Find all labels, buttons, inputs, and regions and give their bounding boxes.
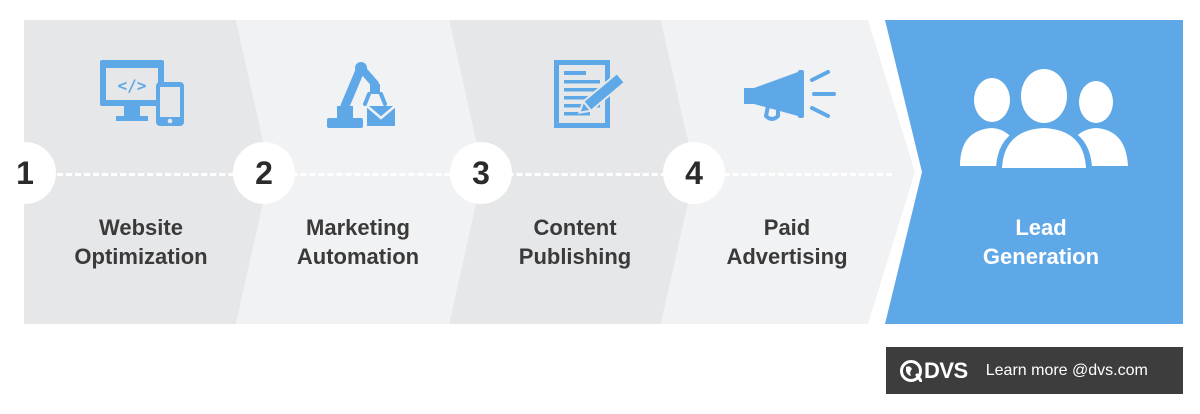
svg-text:</>: </> <box>118 76 147 95</box>
step-1-label: Website Optimization <box>41 213 241 271</box>
people-group-icon <box>960 66 1128 168</box>
step-4-label-line1: Paid <box>763 215 811 240</box>
megaphone-icon <box>744 70 836 121</box>
document-pen-icon <box>554 60 627 128</box>
website-devices-icon: </> <box>100 60 184 126</box>
step-1-label-line1: Website <box>99 215 183 240</box>
step-3-label-line2: Publishing <box>518 244 632 269</box>
result-label: Lead Generation <box>941 213 1141 271</box>
step-4-label-line2: Advertising <box>726 244 848 269</box>
step-4-panel <box>661 20 915 324</box>
step-2-number: 2 <box>233 142 295 204</box>
result-label-line1: Lead <box>1015 215 1067 240</box>
robot-arm-mail-icon <box>327 62 396 128</box>
step-2-label: Marketing Automation <box>258 213 458 271</box>
step-2-label-line2: Automation <box>296 244 420 269</box>
brand-name: DVS <box>924 357 968 383</box>
step-1-label-line2: Optimization <box>74 244 208 269</box>
footer-banner[interactable]: DVS Learn more @dvs.com <box>886 347 1183 394</box>
step-3-label-line1: Content <box>533 215 617 240</box>
step-2-panel <box>236 20 483 324</box>
globe-icon <box>900 359 922 382</box>
learn-more-link[interactable]: Learn more @dvs.com <box>985 361 1148 379</box>
step-3-number: 3 <box>450 142 512 204</box>
step-3-label: Content Publishing <box>475 213 675 271</box>
step-4-label: Paid Advertising <box>687 213 887 271</box>
step-1-panel <box>24 20 270 324</box>
dvs-logo: DVS <box>900 358 968 384</box>
step-3-panel <box>449 20 695 324</box>
step-4-number: 4 <box>663 142 725 204</box>
step-1-number: 1 <box>0 142 56 204</box>
result-label-line2: Generation <box>982 244 1100 269</box>
step-2-label-line1: Marketing <box>306 215 410 240</box>
